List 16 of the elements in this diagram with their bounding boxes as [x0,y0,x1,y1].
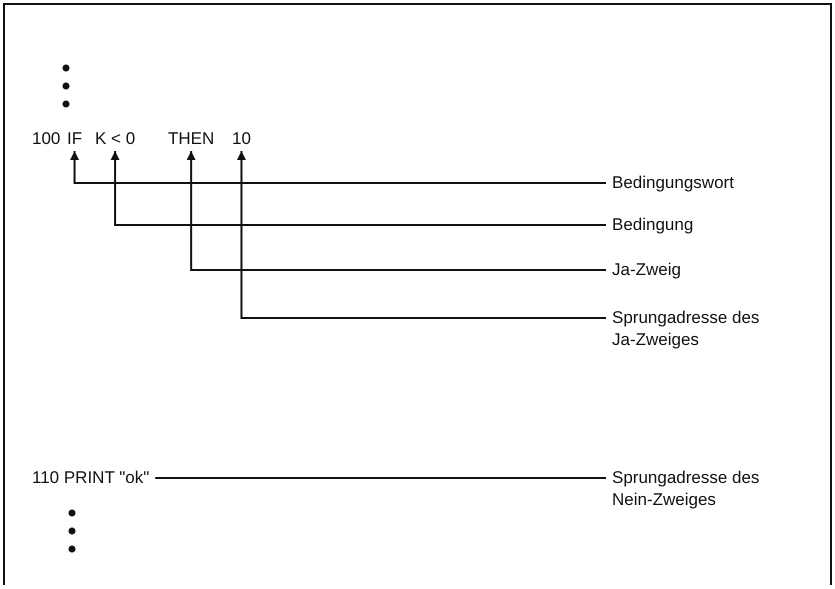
annotation-label: Sprungadresse des Ja-Zweiges [612,307,762,351]
code-line: 110 PRINT "ok" [32,467,150,489]
code-token: K < 0 [95,128,136,150]
annotation-label: Sprungadresse des Nein-Zweiges [612,467,762,511]
line-number: 100 [32,128,60,150]
code-token: IF [67,128,82,150]
code-token: 10 [232,128,251,150]
leader-arrow [70,151,606,184]
code-token: THEN [168,128,214,150]
annotation-label: Bedingungswort [612,172,762,194]
leader-line [155,477,606,479]
leader-arrow [186,151,606,271]
annotation-label: Bedingung [612,214,762,236]
leader-arrow [110,151,606,226]
annotation-label: Ja-Zweig [612,259,762,281]
leader-arrow [236,151,606,319]
